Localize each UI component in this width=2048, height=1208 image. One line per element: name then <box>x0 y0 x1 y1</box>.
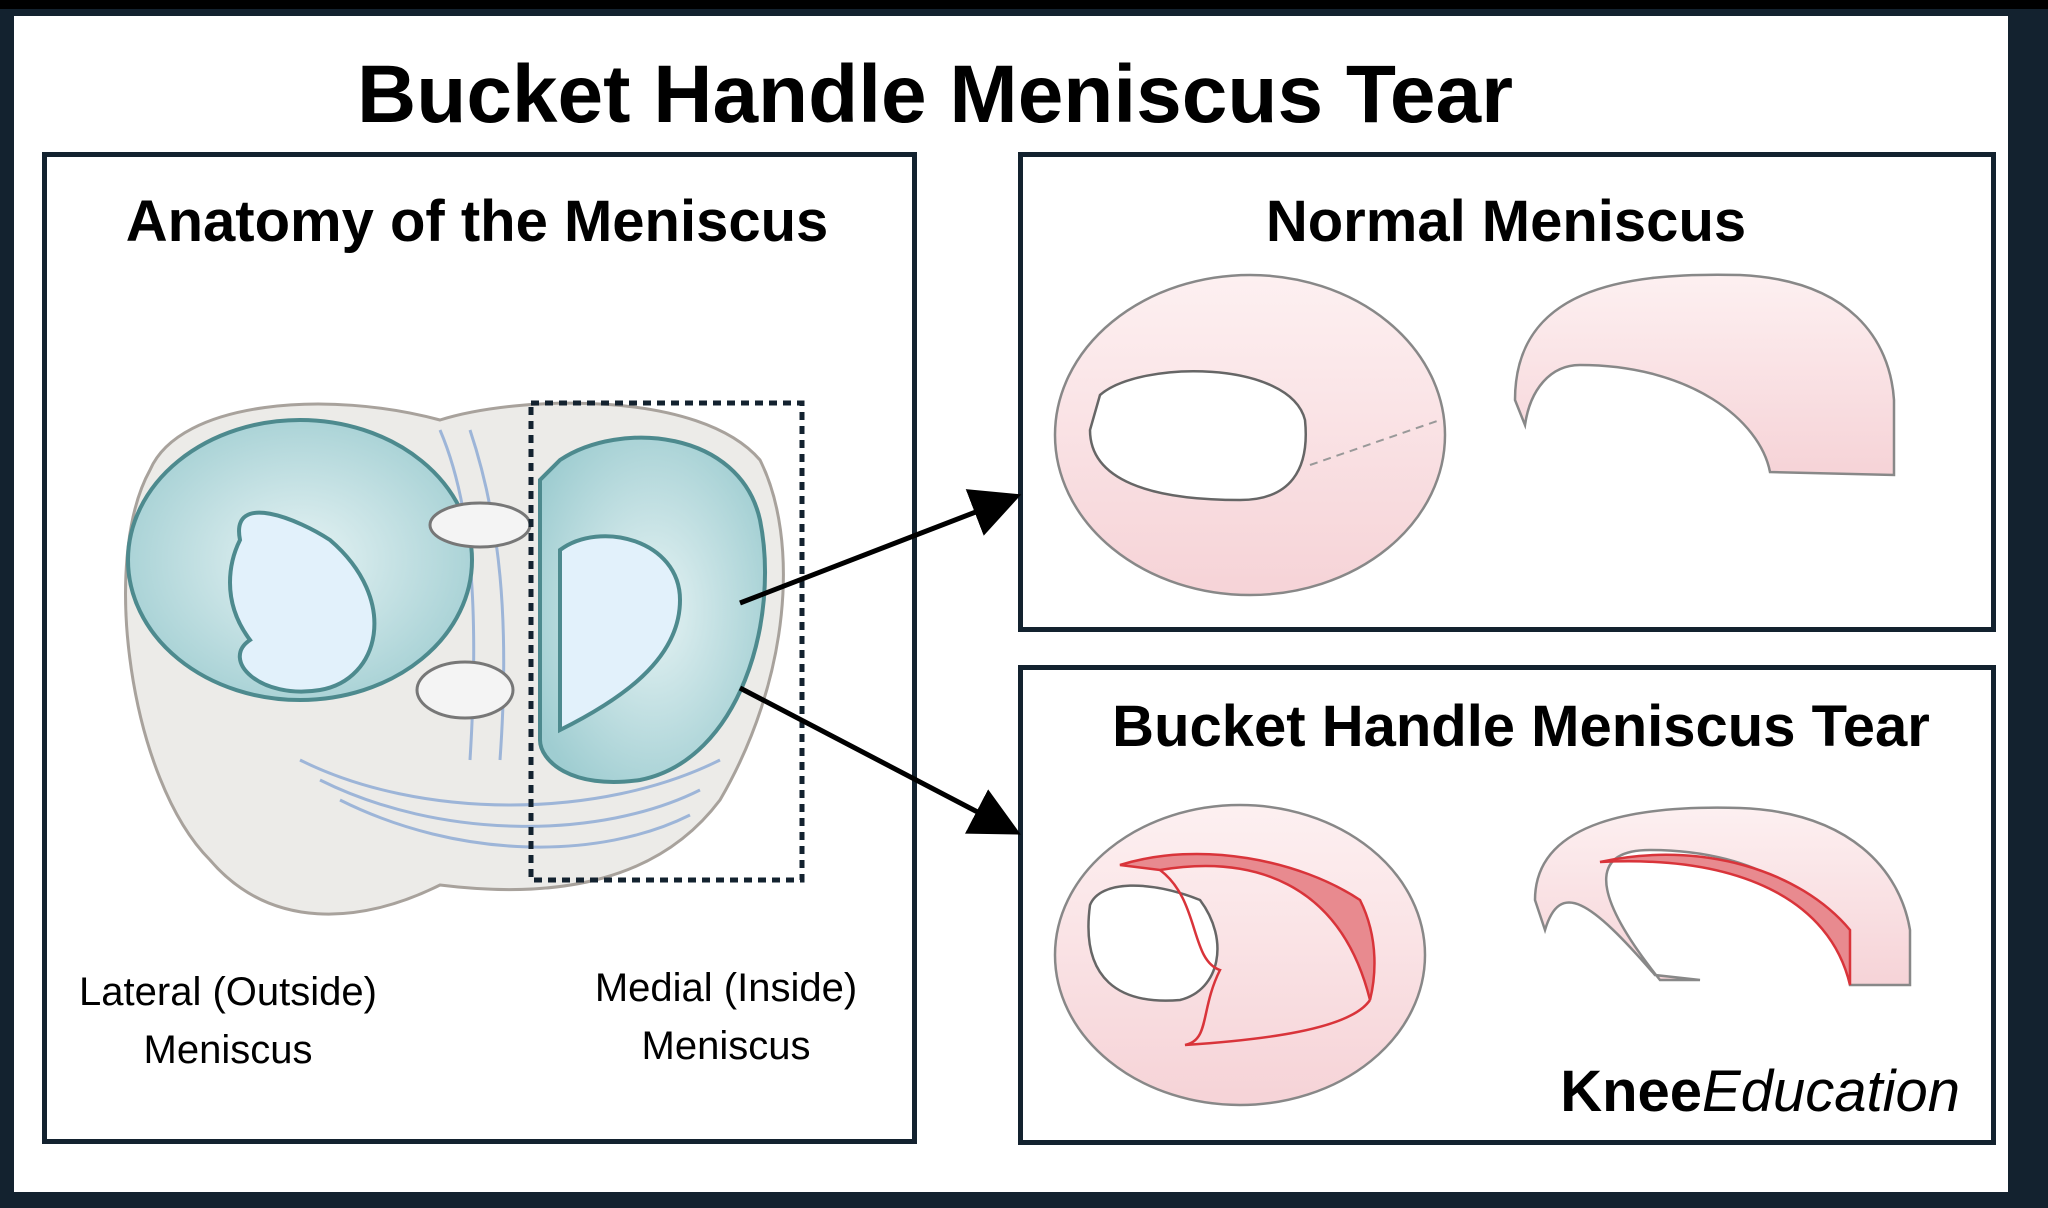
acl-attachment <box>428 501 532 549</box>
tear-flap-half <box>1599 853 1852 986</box>
normal-meniscus-full <box>1053 273 1447 597</box>
lateral-label-line1: Lateral (Outside) <box>79 970 377 1014</box>
medial-label-line1: Medial (Inside) <box>594 966 858 1010</box>
top-edge <box>0 0 2048 9</box>
pcl-attachment <box>415 660 515 720</box>
anatomy-heading: Anatomy of the Meniscus <box>125 189 829 254</box>
medial-meniscus <box>538 435 767 784</box>
brand-italic: Education <box>1702 1059 1960 1124</box>
main-title: Bucket Handle Meniscus Tear <box>357 49 1513 140</box>
medial-label-line2: Meniscus <box>641 1024 811 1068</box>
brand-bold: Knee <box>1560 1059 1703 1124</box>
tear-meniscus-full <box>1053 803 1427 1107</box>
ligament-fibers <box>299 429 721 849</box>
lateral-meniscus <box>126 418 474 702</box>
arrow-to-tear <box>738 685 1021 835</box>
tear-meniscus-half <box>1533 806 1912 987</box>
tear-heading: Bucket Handle Meniscus Tear <box>1112 694 1930 759</box>
tear-flap <box>1119 852 1376 1001</box>
normal-meniscus-half <box>1513 273 1896 477</box>
lateral-label-line2: Meniscus <box>143 1028 313 1072</box>
normal-heading: Normal Meniscus <box>1265 189 1747 254</box>
medial-highlight-box <box>528 400 805 883</box>
tibial-plateau-illustration <box>124 400 805 916</box>
brand-logo: KneeEducation <box>1560 1058 1960 1125</box>
arrow-to-normal <box>739 489 1022 606</box>
